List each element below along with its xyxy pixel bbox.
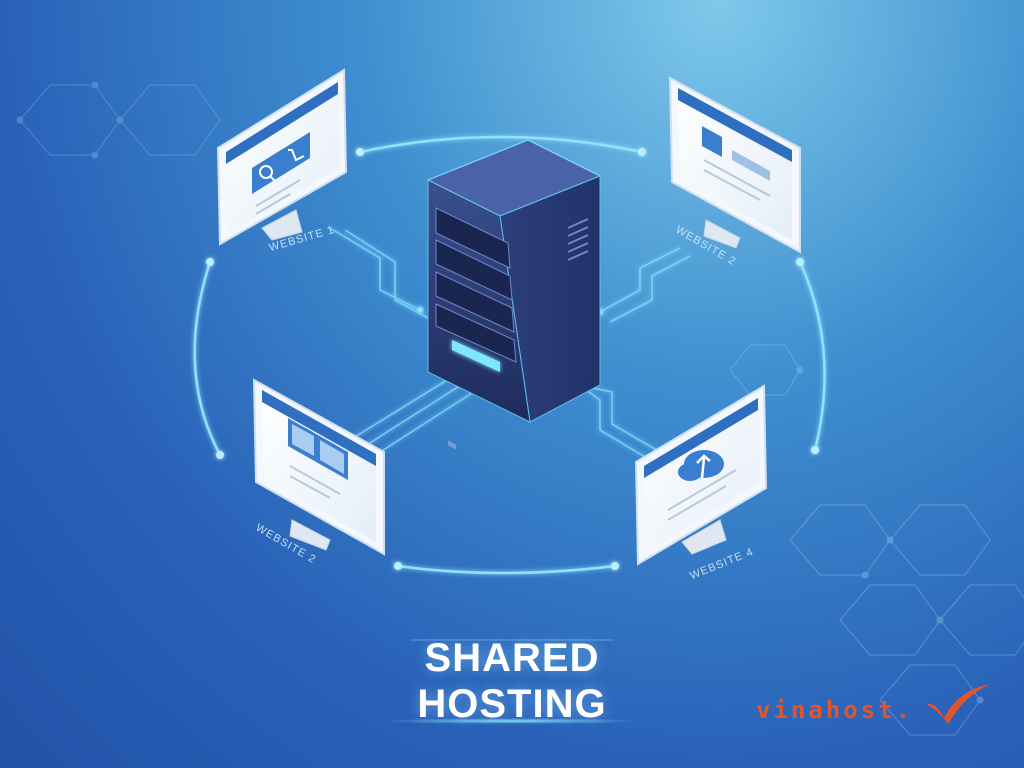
image-grid-icon: [288, 418, 348, 480]
hexagon-network-right: [729, 344, 1024, 736]
brand-logo-text: vinahost.: [756, 696, 914, 724]
hexagon-network-left: [16, 81, 221, 159]
server-vent-icon: [567, 218, 589, 261]
shopping-bag-icon: [702, 123, 722, 157]
monitor-website-4: [634, 384, 768, 566]
title-line-1: SHARED: [424, 636, 600, 680]
diagram-title: SHARED HOSTING: [0, 635, 1024, 727]
monitor-website-2-top: [668, 76, 801, 254]
server-tower: [426, 139, 602, 450]
monitor-website-2-bottom: [252, 378, 385, 556]
check-mark-icon: [926, 684, 990, 724]
server-status-light: [452, 340, 500, 372]
network-ring: [193, 135, 826, 575]
cloud-upload-icon: [678, 450, 724, 481]
title-glow: [382, 718, 642, 724]
monitor-website-1: [216, 68, 348, 246]
server-drive-slots: [448, 440, 456, 450]
server-drive-bays: [435, 207, 517, 363]
search-cart-icon: [259, 149, 305, 182]
